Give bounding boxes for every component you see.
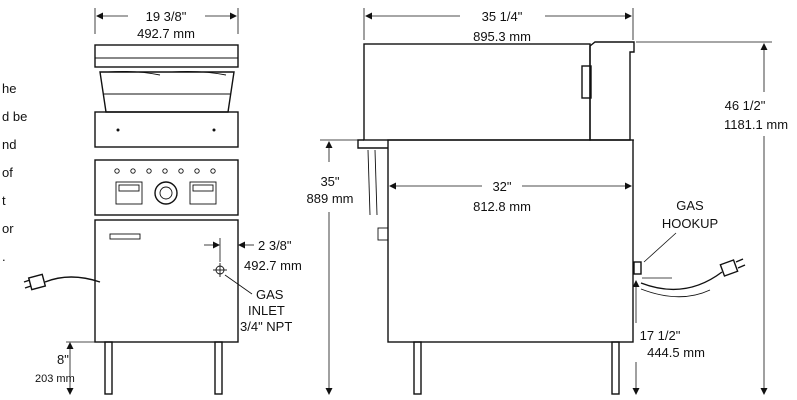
flue-handle [581, 65, 592, 99]
gas-inlet-label-3: 3/4" NPT [240, 319, 292, 334]
side-view: 35 1/4" 895.3 mm 32" 812.8 mm 35" 889 mm [307, 8, 788, 395]
side-top-body [363, 43, 591, 141]
overall-height-imperial: 46 1/2" [725, 98, 766, 113]
leg-height-imperial: 8" [57, 352, 69, 367]
fry-vat [94, 111, 239, 148]
work-height-metric: 889 mm [307, 191, 354, 206]
inlet-offset-metric: 492.7 mm [244, 258, 302, 273]
side-leg-front [413, 341, 422, 395]
door-handle [109, 233, 141, 240]
side-flue-box [589, 41, 635, 141]
front-width-metric: 492.7 mm [137, 26, 195, 41]
cabinet-depth-imperial: 32" [492, 179, 511, 194]
basket-hanger [99, 71, 235, 113]
side-plug-icon [719, 258, 746, 277]
right-controller [189, 181, 217, 205]
inlet-offset-imperial: 2 3/8" [258, 238, 292, 253]
left-controller [115, 181, 143, 205]
overall-depth-imperial: 35 1/4" [482, 9, 523, 24]
front-leg-right [214, 341, 223, 395]
front-power-cord [44, 276, 101, 283]
side-power-cord [640, 271, 723, 291]
side-text-line-4: of [2, 165, 13, 180]
control-knobs-row [114, 168, 216, 174]
work-height-imperial: 35" [320, 174, 339, 189]
flue-panel [94, 44, 239, 68]
side-text-line-2: d be [2, 109, 27, 124]
side-leg-rear [611, 341, 620, 395]
gas-hookup-label-1: GAS [676, 198, 704, 213]
cabinet-depth-metric: 812.8 mm [473, 199, 531, 214]
gas-hookup-fitting [633, 261, 642, 275]
side-text-line-1: he [2, 81, 16, 96]
overall-depth-metric: 895.3 mm [473, 29, 531, 44]
gas-valve-knob [154, 181, 178, 205]
side-text-line-6: or [2, 221, 14, 236]
overall-height-metric: 1181.1 mm [724, 117, 788, 132]
gas-inlet-label-2: INLET [248, 303, 285, 318]
front-view: 19 3/8" 492.7 mm [23, 8, 302, 395]
hookup-height-imperial: 17 1/2" [640, 328, 681, 343]
front-plug-icon [23, 273, 47, 291]
side-text-line-5: t [2, 193, 6, 208]
side-text-line-3: nd [2, 137, 16, 152]
front-leg-left [104, 341, 113, 395]
front-cabinet [94, 219, 239, 343]
side-paragraph-fragment: he d be nd of t or . [2, 81, 27, 264]
gas-inlet-marker [213, 263, 227, 277]
leg-height-metric: 203 mm [35, 373, 75, 385]
gas-hookup-label-2: HOOKUP [662, 216, 718, 231]
hookup-height-metric: 444.5 mm [647, 345, 705, 360]
gas-inlet-label-1: GAS [256, 287, 284, 302]
side-text-line-7: . [2, 249, 6, 264]
front-width-imperial: 19 3/8" [146, 9, 187, 24]
side-cabinet [387, 139, 634, 343]
